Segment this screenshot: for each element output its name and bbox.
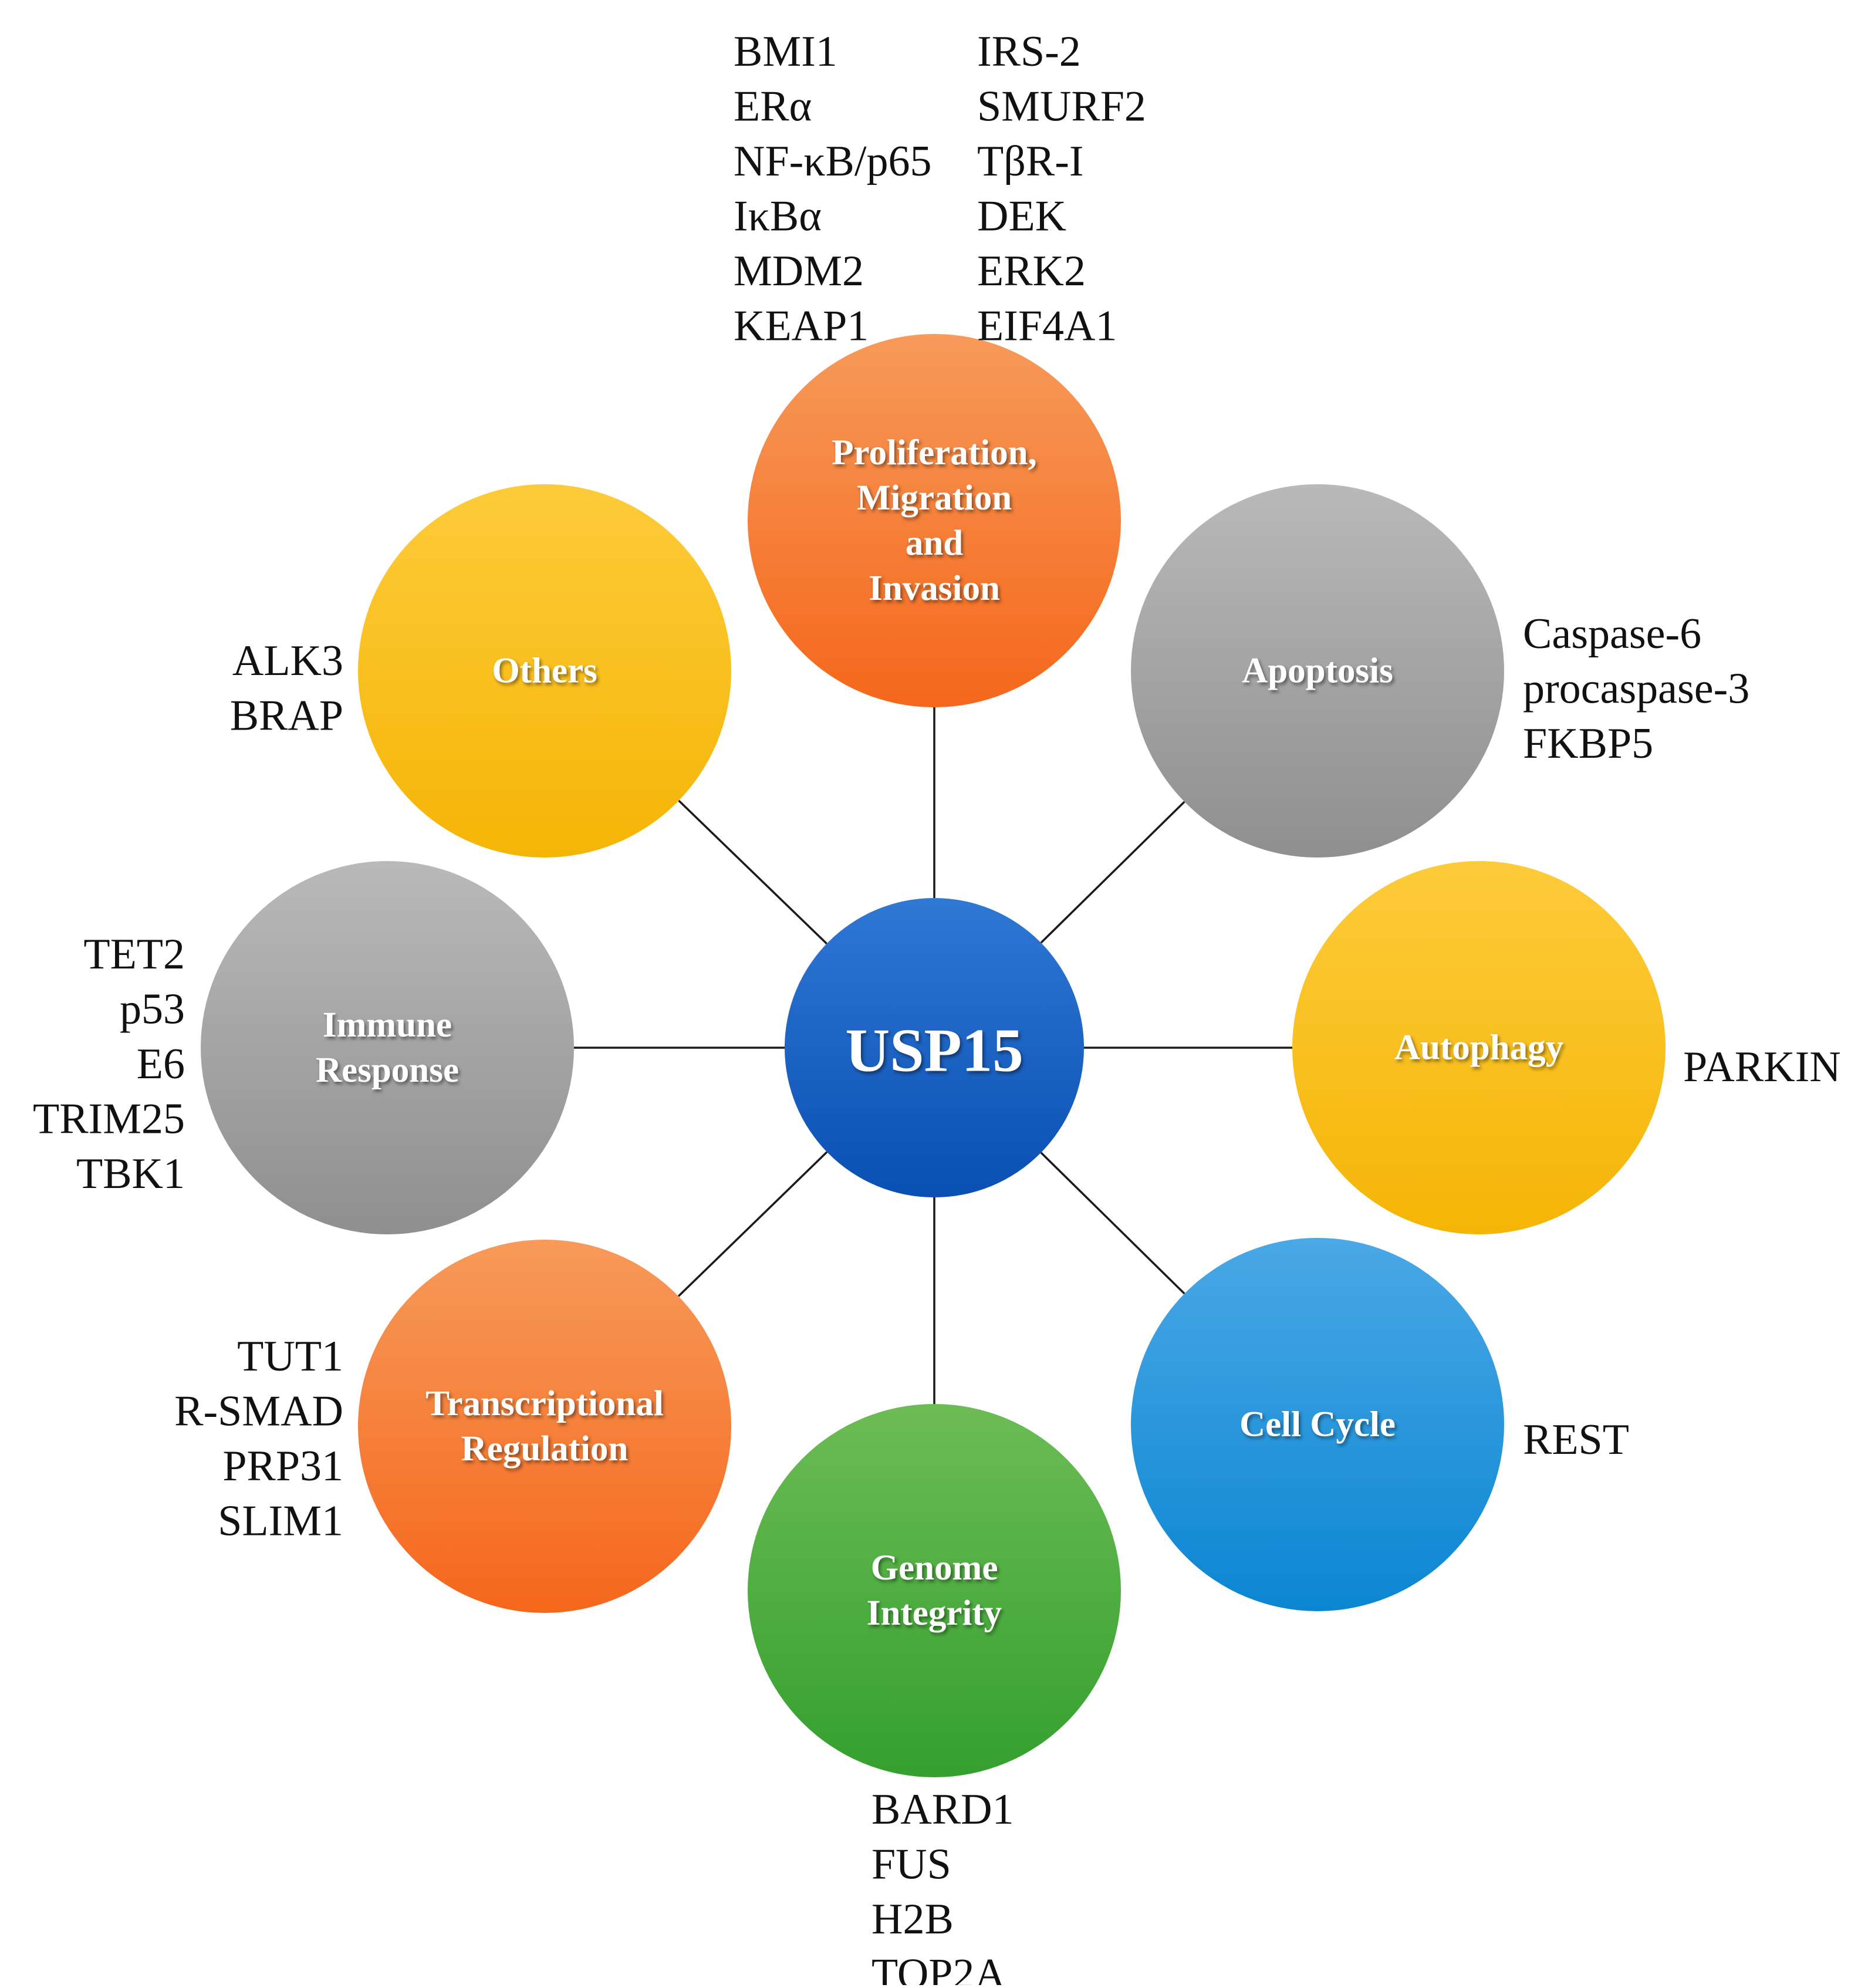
- target-label: TβR-I: [977, 137, 1084, 185]
- node-circle-proliferation: [748, 334, 1121, 707]
- target-label: ERK2: [977, 247, 1086, 295]
- node-circle-transcriptional-regulation: [358, 1240, 731, 1613]
- node-circle-autophagy: [1292, 861, 1666, 1234]
- target-label: SLIM1: [218, 1497, 343, 1545]
- node-label-immune-response: Immune: [323, 1005, 452, 1045]
- target-label: FKBP5: [1523, 720, 1653, 768]
- node-circle-immune-response: [201, 861, 574, 1234]
- node-label-immune-response: Response: [316, 1051, 459, 1090]
- target-label: FUS: [871, 1841, 951, 1889]
- connector-apoptosis: [1040, 801, 1185, 944]
- target-label: Caspase-6: [1523, 610, 1701, 658]
- target-label: PARKIN: [1683, 1043, 1841, 1091]
- node-label-others: Others: [492, 652, 597, 691]
- target-label: PRP31: [222, 1442, 343, 1490]
- connector-others: [678, 799, 827, 945]
- target-label: EIF4A1: [977, 302, 1117, 350]
- node-label-genome-integrity: Genome: [871, 1548, 998, 1588]
- node-circle-cell-cycle: [1131, 1238, 1504, 1611]
- node-circle-genome-integrity: [748, 1404, 1121, 1777]
- targets-autophagy: PARKIN: [1683, 1043, 1841, 1091]
- node-label-cell-cycle: Cell Cycle: [1239, 1405, 1396, 1444]
- target-label: MDM2: [734, 247, 864, 295]
- node-label-apoptosis: Apoptosis: [1242, 652, 1393, 691]
- target-label: BMI1: [734, 28, 837, 76]
- center-node: USP15: [785, 898, 1084, 1197]
- connectors: [574, 707, 1292, 1404]
- node-label-proliferation: Invasion: [869, 569, 1000, 608]
- category-nodes: Proliferation, Migration andInvasionApopto…: [201, 334, 1666, 1777]
- target-label: ALK3: [232, 637, 343, 685]
- node-label-proliferation: and: [906, 524, 963, 563]
- target-label: SMURF2: [977, 83, 1146, 131]
- node-label-proliferation: Migration: [857, 478, 1012, 518]
- target-label: TBK1: [76, 1150, 185, 1198]
- target-label: NF-κB/p65: [734, 137, 931, 185]
- node-others: Others: [358, 484, 731, 858]
- target-label: TOP2A: [871, 1950, 1006, 1986]
- target-label: H2B: [871, 1895, 954, 1943]
- target-label: KEAP1: [734, 302, 869, 350]
- connector-transcriptional-regulation: [677, 1151, 828, 1297]
- node-label-transcriptional-regulation: Transcriptional: [425, 1384, 664, 1423]
- target-label: E6: [137, 1040, 185, 1088]
- node-label-autophagy: Autophagy: [1394, 1028, 1563, 1068]
- node-label-transcriptional-regulation: Regulation: [461, 1429, 629, 1469]
- target-label: DEK: [977, 193, 1066, 241]
- connector-cell-cycle: [1040, 1152, 1185, 1295]
- target-label: p53: [120, 985, 185, 1034]
- target-label: procaspase-3: [1523, 665, 1749, 713]
- target-label: IκBα: [734, 193, 822, 241]
- target-label: BRAP: [230, 692, 343, 740]
- node-circle-apoptosis: [1131, 484, 1504, 858]
- target-label: IRS-2: [977, 28, 1081, 76]
- node-autophagy: Autophagy: [1292, 861, 1666, 1234]
- target-label: REST: [1523, 1416, 1629, 1464]
- target-label: R-SMAD: [174, 1388, 343, 1436]
- targets-cell-cycle: REST: [1523, 1416, 1629, 1464]
- node-label-genome-integrity: Integrity: [867, 1594, 1002, 1633]
- target-label: TUT1: [237, 1332, 343, 1381]
- node-apoptosis: Apoptosis: [1131, 484, 1504, 858]
- node-circle-others: [358, 484, 731, 858]
- target-label: TET2: [83, 930, 185, 978]
- center-label: USP15: [845, 1016, 1023, 1085]
- node-cell-cycle: Cell Cycle: [1131, 1238, 1504, 1611]
- center-circle: [785, 898, 1084, 1197]
- node-label-proliferation: Proliferation,: [832, 433, 1037, 472]
- target-label: TRIM25: [33, 1095, 185, 1143]
- target-label: ERα: [734, 83, 812, 131]
- target-label: BARD1: [871, 1786, 1014, 1834]
